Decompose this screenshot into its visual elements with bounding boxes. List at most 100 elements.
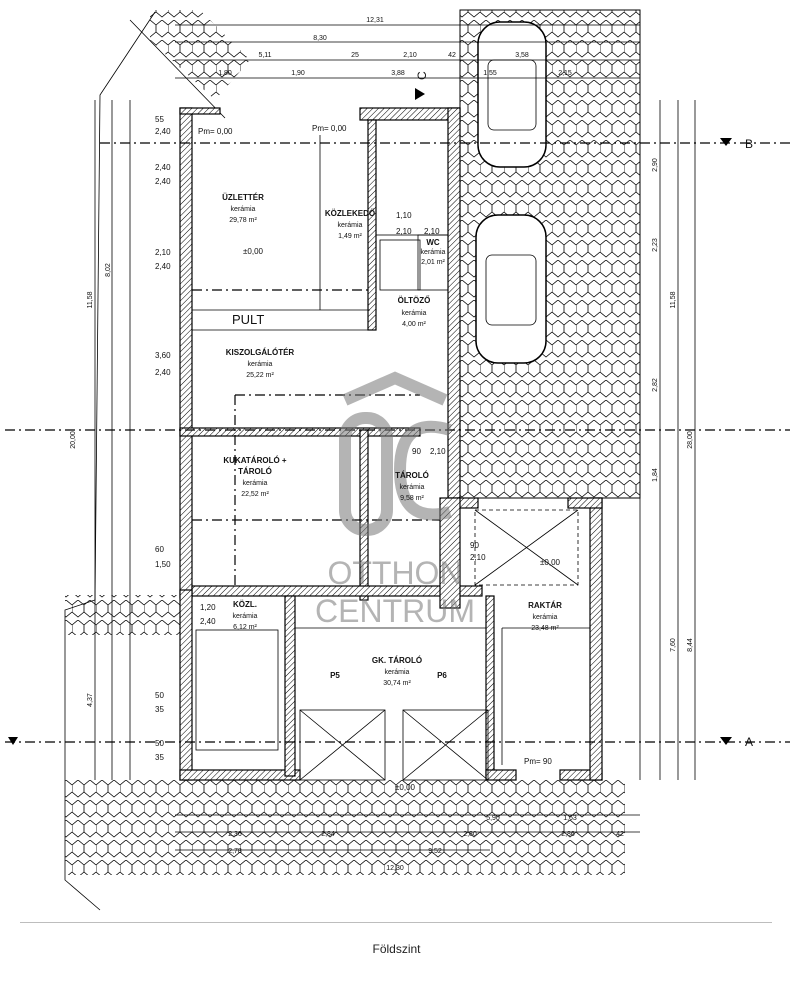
plan-caption: Földszint: [372, 942, 421, 956]
room-name: GK. TÁROLÓ: [372, 656, 422, 665]
floor-plan: 12,31 8,30 5,11 25 2,10 42 1,80 1,90 3,8…: [5, 9, 790, 911]
dim-label: 1,84: [652, 468, 659, 482]
dim-label: 1,50: [155, 560, 171, 569]
door-dim: 2,10: [424, 227, 440, 236]
room-name: ÜZLETTÉR: [222, 193, 264, 202]
dim-label: 8,30: [313, 35, 327, 42]
level-label: Pm= 0,00: [198, 127, 233, 136]
level-label: Pm= 0,00: [312, 124, 347, 133]
dim-label: 2,86: [561, 831, 575, 838]
door-dim: 90: [412, 447, 421, 456]
dim-label: 2,40: [155, 127, 171, 136]
room-area: 6,12 m²: [233, 624, 257, 631]
dim-label: 60: [155, 545, 164, 554]
paving-areas: [65, 9, 641, 875]
dim-label: 2,82: [652, 378, 659, 392]
dim-label: 7,60: [670, 638, 677, 652]
dim-label: 50: [155, 739, 164, 748]
dimension-lines: [94, 24, 696, 851]
dim-label: 1,90: [291, 70, 305, 77]
parking-label: P5: [330, 671, 340, 680]
room-area: 22,52 m²: [241, 491, 269, 498]
door-dimensions: 1,10 2,10 2,10 90 2,10 90 2,10: [396, 211, 486, 562]
room-material: kerámia: [385, 669, 410, 676]
dim-label: 2,10: [403, 52, 417, 59]
dim-label: 1,55: [483, 70, 497, 77]
walls: [179, 107, 603, 781]
room-material: kerámia: [248, 361, 273, 368]
section-label: C: [415, 71, 429, 80]
bottom-dimensions: 2,36 2,84 2,80 2,86 42 2,78 9,52 12,30 5…: [228, 815, 624, 872]
dim-label: 8,02: [105, 263, 112, 277]
dim-label: 2,80: [463, 831, 477, 838]
pult-label: PULT: [232, 312, 264, 327]
plot-diagonal: [129, 19, 226, 119]
door-dim: 1,10: [396, 211, 412, 220]
room-material: kerámia: [233, 613, 258, 620]
room-name: KÖZL.: [233, 600, 257, 609]
room-material: kerámia: [231, 206, 256, 213]
dim-label: 2,40: [155, 368, 171, 377]
room-name: KUKATÁROLÓ +: [223, 456, 287, 465]
room-area: 25,22 m²: [246, 372, 274, 379]
room-material: kerámia: [402, 310, 427, 317]
dim-label: 55: [155, 115, 164, 124]
door-dim: 2,10: [430, 447, 446, 456]
dim-label: 42: [616, 831, 624, 838]
room-material: kerámia: [533, 614, 558, 621]
car-icon: [477, 21, 547, 168]
plot-boundary: [64, 11, 156, 911]
dim-label: 42: [448, 52, 456, 59]
watermark-logo: OTTHON CENTRUM: [315, 371, 475, 629]
level-label: ±0,00: [243, 247, 264, 256]
dim-label: 35: [155, 705, 164, 714]
dim-label: 12,31: [366, 17, 384, 24]
section-marker-a: A: [8, 735, 753, 749]
dim-label: 2,90: [652, 158, 659, 172]
room-area: 23,48 m²: [531, 625, 559, 632]
dim-label: 11,58: [670, 291, 677, 308]
room-name: TÁROLÓ: [395, 471, 429, 480]
room-material: kerámia: [243, 480, 268, 487]
room-area: 29,78 m²: [229, 217, 257, 224]
room-area: 2,01 m²: [421, 259, 445, 266]
section-marker-b: B: [720, 137, 753, 151]
watermark-text: OTTHON: [327, 555, 462, 591]
room-area: 4,00 m²: [402, 321, 426, 328]
door-dim: 90: [470, 541, 479, 550]
room-material: kerámia: [421, 249, 446, 256]
room-oltozo: ÖLTÖZŐ kerámia 4,00 m²: [398, 296, 431, 328]
section-marker-c: C: [415, 71, 429, 100]
section-label: A: [745, 735, 753, 749]
door-dim: 2,10: [396, 227, 412, 236]
level-label: ±0,00: [540, 558, 561, 567]
room-wc: WC kerámia 2,01 m²: [421, 238, 446, 266]
room-name: TÁROLÓ: [238, 467, 272, 476]
dim-label: 2,23: [652, 238, 659, 252]
room-uzletter: ÜZLETTÉR kerámia 29,78 m²: [222, 193, 264, 224]
dim-label: 9,52: [428, 848, 442, 855]
dim-label: 8,44: [687, 638, 694, 652]
room-kozlekedo: KÖZLEKEDŐ kerámia 1,49 m²: [325, 209, 375, 240]
room-kiszolgaloter: KISZOLGÁLÓTÉR kerámia 25,22 m²: [226, 348, 295, 379]
interior-lines: [192, 119, 590, 781]
room-area: 9,58 m²: [400, 495, 424, 502]
dim-label: 1,63: [563, 815, 577, 822]
room-kukatarolo: KUKATÁROLÓ + TÁROLÓ kerámia 22,52 m²: [223, 456, 287, 498]
dim-label: 28,00: [687, 431, 694, 449]
room-material: kerámia: [400, 484, 425, 491]
dim-label: 12,30: [386, 865, 404, 872]
dim-label: 25: [351, 52, 359, 59]
dim-label: 2,40: [155, 262, 171, 271]
top-dimensions: 12,31 8,30 5,11 25 2,10 42 1,80 1,90 3,8…: [218, 17, 572, 77]
divider: [20, 922, 772, 923]
room-name: KISZOLGÁLÓTÉR: [226, 348, 295, 357]
level-label: Pm= 90: [524, 757, 552, 766]
dim-label: 5,90: [486, 815, 500, 822]
car-icon: [475, 214, 547, 364]
door-dim: 2,10: [470, 553, 486, 562]
room-name: WC: [426, 238, 440, 247]
room-name: KÖZLEKEDŐ: [325, 209, 375, 218]
dim-label: 3,60: [155, 351, 171, 360]
dim-label: 3,58: [515, 52, 529, 59]
